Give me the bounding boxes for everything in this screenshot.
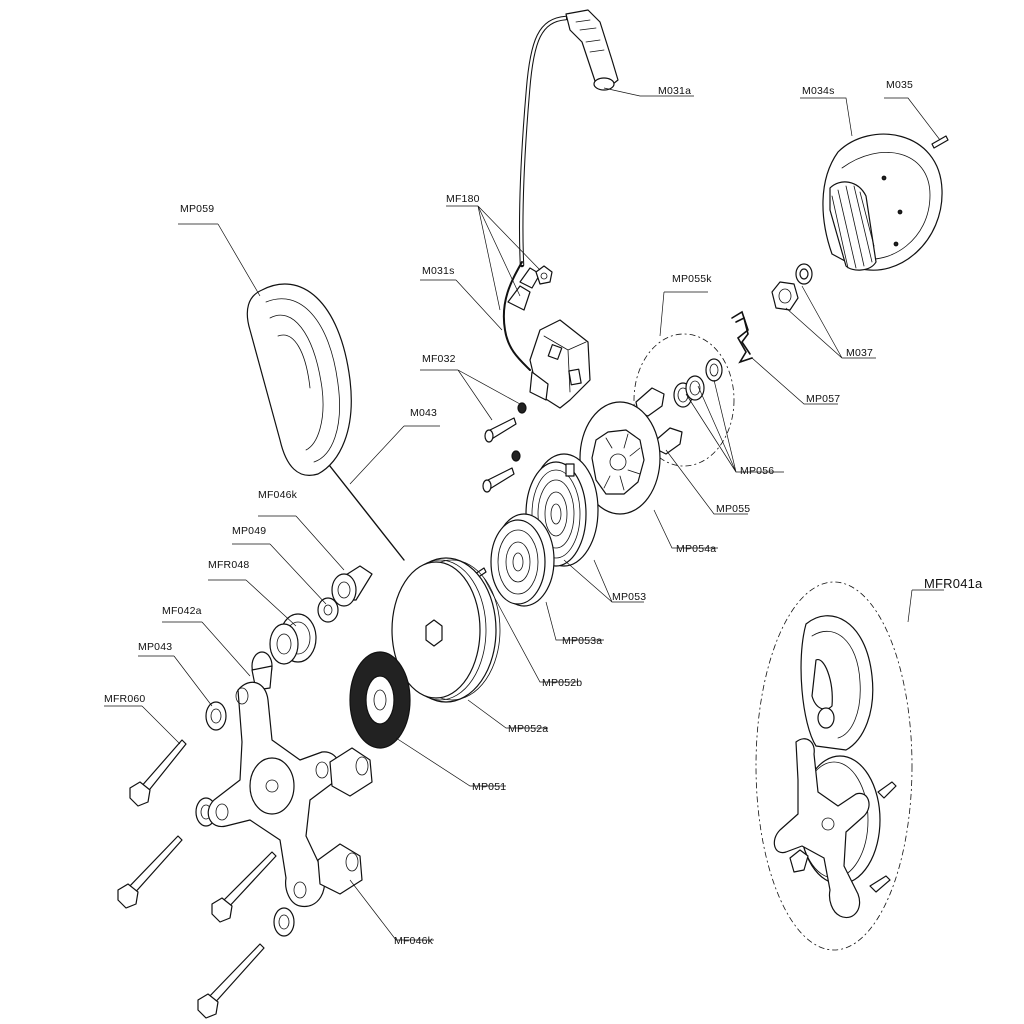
assembled-starter-part	[773, 615, 897, 919]
label-mfr048: MFR048	[208, 559, 249, 571]
label-mp051: MP051	[472, 781, 506, 793]
recoil-spring-part	[490, 513, 555, 607]
subassembly-mp055k-outline	[633, 333, 735, 467]
label-mp059: MP059	[180, 203, 214, 215]
label-m037: M037	[846, 347, 873, 359]
part-labels: M031a M034s M035 MF180 MP059 M031s MP055…	[104, 79, 983, 947]
ring-part	[673, 358, 723, 408]
label-mf042a: MF042a	[162, 605, 202, 617]
starter-rope-part	[321, 455, 405, 561]
label-mf046k-top: MF046k	[258, 489, 298, 501]
label-mfr060: MFR060	[104, 693, 145, 705]
screw-mf180-part	[535, 265, 553, 285]
bolt-part	[117, 739, 277, 1019]
screw-mf032-part	[482, 402, 527, 493]
washer-mp049-part	[317, 597, 339, 623]
pawl-part	[635, 387, 683, 455]
label-mp056: MP056	[740, 465, 774, 477]
bearing-part	[269, 613, 317, 665]
label-mf180: MF180	[446, 193, 480, 205]
label-mp049: MP049	[232, 525, 266, 537]
label-mp055: MP055	[716, 503, 750, 515]
label-mp052b: MP052b	[542, 677, 582, 689]
label-mp054a: MP054a	[676, 543, 716, 555]
ignition-coil-part	[502, 261, 591, 409]
hex-nut-part	[771, 281, 799, 311]
label-mf032: MF032	[422, 353, 456, 365]
washer-part	[795, 263, 813, 285]
label-mfr041a: MFR041a	[924, 576, 983, 591]
label-mp043: MP043	[138, 641, 172, 653]
spring-clip-part	[731, 310, 753, 364]
assembly-mfr041a-outline	[755, 581, 913, 951]
spacer-part	[331, 565, 373, 607]
flywheel-housing-part	[822, 133, 943, 271]
label-m034s: M034s	[802, 85, 835, 97]
gear-disk-part	[349, 651, 411, 749]
label-mp057: MP057	[806, 393, 840, 405]
spark-plug-cap-part	[519, 9, 619, 268]
label-mp055k: MP055k	[672, 273, 712, 285]
label-m031s: M031s	[422, 265, 455, 277]
leader-lines	[104, 87, 944, 941]
bushing-part	[195, 651, 295, 937]
label-m043: M043	[410, 407, 437, 419]
label-mp052a: MP052a	[508, 723, 548, 735]
ratchet-plate-part	[579, 401, 661, 515]
mount-bracket-part	[207, 681, 341, 908]
label-m031a: M031a	[658, 85, 691, 97]
starter-handle-part	[246, 283, 352, 476]
label-m035: M035	[886, 79, 913, 91]
label-mf046k-bottom: MF046k	[394, 935, 434, 947]
rope-pulley-part	[391, 557, 501, 703]
pin-part	[931, 135, 949, 149]
label-mp053a: MP053a	[562, 635, 602, 647]
label-mp053: MP053	[612, 591, 646, 603]
